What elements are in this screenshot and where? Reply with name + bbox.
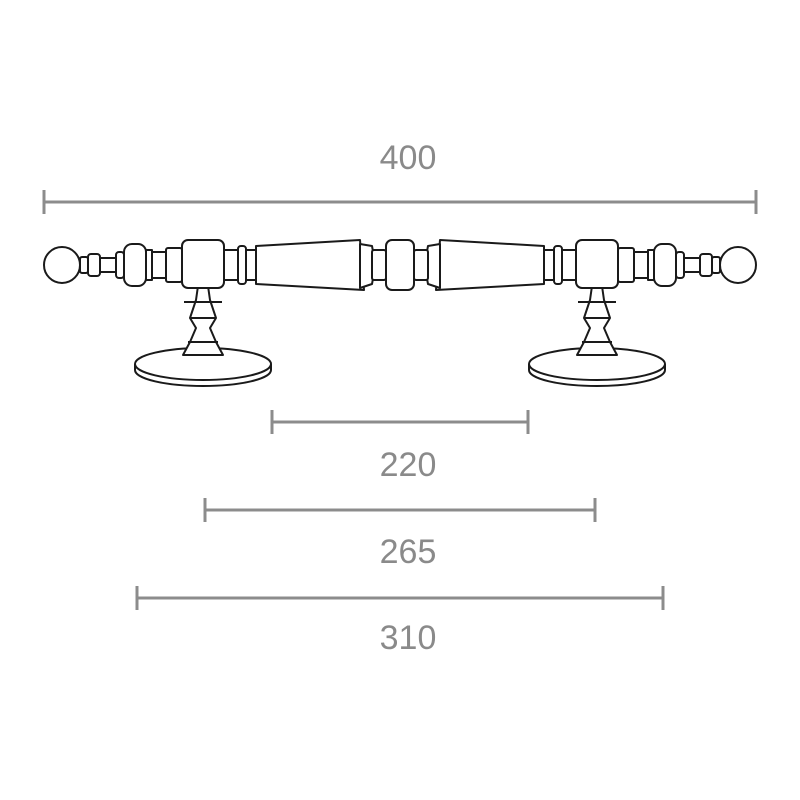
left-end-knob bbox=[43, 246, 81, 284]
dimension-middle bbox=[203, 498, 597, 522]
right-base-plate bbox=[528, 285, 666, 387]
left-finial bbox=[79, 243, 183, 287]
handle-illustration bbox=[43, 239, 757, 387]
right-post-block bbox=[575, 239, 619, 289]
dimension-label-overall: 400 bbox=[379, 139, 437, 177]
right-grip bbox=[435, 239, 545, 291]
left-base-plate bbox=[134, 285, 272, 387]
left-post-block bbox=[181, 239, 225, 289]
right-end-knob bbox=[719, 246, 757, 284]
dimension-overall bbox=[42, 190, 758, 214]
dimension-label-inner: 220 bbox=[379, 446, 437, 484]
dimension-outer bbox=[135, 586, 665, 610]
right-collar bbox=[543, 245, 577, 285]
left-collar bbox=[223, 245, 257, 285]
right-finial bbox=[617, 243, 721, 287]
left-grip bbox=[255, 239, 365, 291]
dimension-label-middle: 265 bbox=[379, 533, 437, 571]
dimension-label-outer: 310 bbox=[379, 619, 437, 657]
dimension-inner bbox=[270, 410, 530, 434]
center-hub bbox=[359, 239, 441, 291]
